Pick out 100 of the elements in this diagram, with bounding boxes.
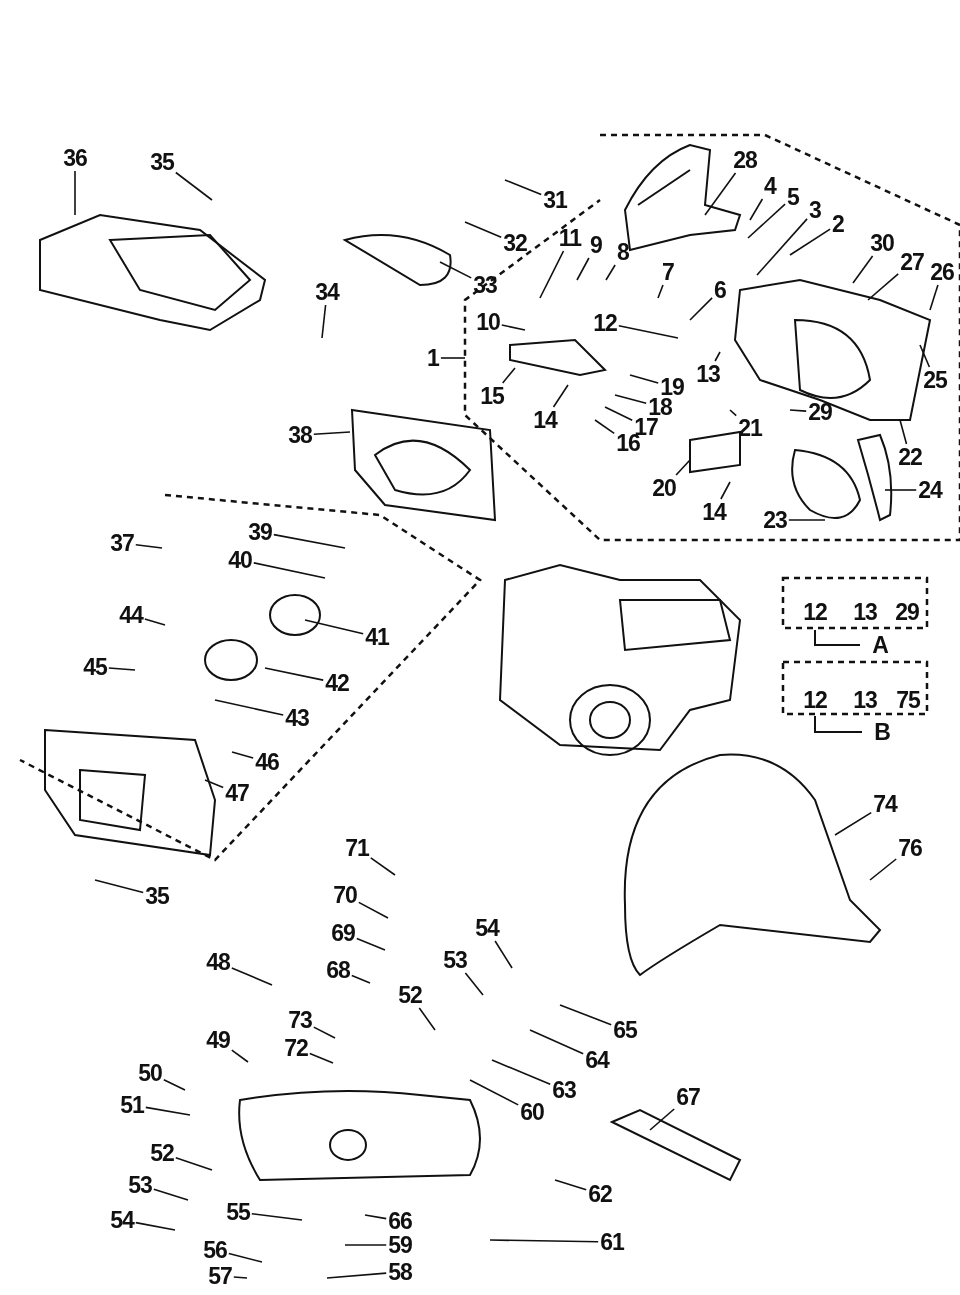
leader-line	[304, 619, 364, 635]
callout-number: 29	[895, 600, 919, 624]
leader-line	[94, 879, 144, 894]
callout-number: 43	[285, 706, 309, 730]
callout-number: 9	[590, 233, 602, 257]
leader-line	[729, 409, 737, 417]
leader-line	[539, 250, 565, 299]
leader-line	[231, 1049, 249, 1063]
leader-line	[618, 325, 679, 339]
leader-line	[594, 419, 615, 435]
callout-number: 12	[593, 311, 617, 335]
leader-line	[144, 618, 166, 626]
leader-line	[344, 1244, 387, 1246]
callout-number: 27	[900, 250, 924, 274]
callout-number: 70	[333, 883, 357, 907]
leader-line	[494, 940, 513, 969]
callout-number: 36	[63, 146, 87, 170]
leader-line	[899, 419, 908, 445]
leader-line	[135, 1221, 176, 1231]
callout-number: 49	[206, 1028, 230, 1052]
callout-number: 11	[558, 226, 582, 250]
callout-number: 24	[918, 478, 942, 502]
leader-line	[649, 1108, 675, 1131]
callout-number: 13	[696, 362, 720, 386]
callout-number: 56	[203, 1238, 227, 1262]
leader-line	[629, 374, 659, 384]
leader-line	[439, 261, 472, 279]
leader-line	[869, 858, 897, 881]
callout-number: 57	[208, 1264, 232, 1288]
kit-letter: B	[874, 720, 890, 744]
callout-number: 35	[150, 150, 174, 174]
callout-number: 46	[255, 750, 279, 774]
leader-line	[469, 1079, 519, 1106]
leader-line	[418, 1007, 436, 1031]
callout-number: 21	[738, 416, 762, 440]
callout-number: 47	[225, 781, 249, 805]
callout-number: 52	[150, 1141, 174, 1165]
callout-number: 76	[898, 836, 922, 860]
callout-number: 54	[475, 916, 499, 940]
callout-number: 63	[552, 1078, 576, 1102]
leader-line	[576, 257, 590, 281]
callout-number: 7	[662, 260, 674, 284]
callout-number: 38	[288, 423, 312, 447]
callout-number: 61	[600, 1230, 624, 1254]
leader-line	[867, 273, 899, 301]
leader-line	[351, 974, 371, 984]
leader-line	[489, 1239, 599, 1243]
leader-line	[175, 171, 213, 201]
callout-number: 45	[83, 655, 107, 679]
leader-line	[253, 562, 326, 579]
leader-line	[675, 459, 691, 476]
leader-line	[789, 228, 831, 256]
callout-number: 50	[138, 1061, 162, 1085]
leader-line	[714, 351, 721, 362]
leader-line	[720, 481, 731, 500]
callout-number: 10	[476, 310, 500, 334]
leader-line	[852, 255, 874, 284]
callout-number: 35	[145, 884, 169, 908]
callout-number: 6	[714, 278, 726, 302]
leader-line	[313, 431, 351, 435]
leader-line	[309, 1052, 334, 1064]
callout-number: 55	[226, 1200, 250, 1224]
callout-number: 75	[896, 688, 920, 712]
callout-number: 30	[870, 231, 894, 255]
leader-line	[370, 857, 396, 876]
leader-line	[264, 667, 324, 681]
leader-line	[501, 324, 526, 331]
callout-number: 66	[388, 1209, 412, 1233]
leader-line	[529, 1029, 584, 1055]
leader-line	[604, 406, 633, 422]
leader-line	[251, 1212, 303, 1221]
callout-number: 53	[443, 948, 467, 972]
leader-line	[356, 937, 386, 951]
leader-line	[552, 384, 569, 408]
leader-line	[919, 344, 931, 368]
kit-letter: A	[872, 633, 888, 657]
callout-number: 2	[832, 212, 844, 236]
callout-number: 39	[248, 520, 272, 544]
callout-number: 42	[325, 671, 349, 695]
callout-number: 29	[808, 400, 832, 424]
callout-number: 20	[652, 476, 676, 500]
callout-number: 28	[733, 148, 757, 172]
callout-number: 71	[345, 836, 369, 860]
leader-line	[231, 967, 273, 986]
callout-number: 22	[898, 445, 922, 469]
leader-line	[440, 357, 466, 359]
callout-number: 40	[228, 548, 252, 572]
callout-number: 68	[326, 958, 350, 982]
callout-number: 64	[585, 1048, 609, 1072]
leader-line	[504, 179, 542, 196]
leader-line	[605, 264, 616, 281]
callout-number: 48	[206, 950, 230, 974]
leader-line	[175, 1156, 213, 1171]
leader-line	[501, 367, 516, 384]
leader-line	[614, 394, 647, 405]
leader-line	[788, 519, 826, 521]
leader-line	[135, 543, 163, 549]
leader-line	[321, 304, 327, 339]
leader-line	[231, 751, 254, 759]
callout-number: 12	[803, 688, 827, 712]
